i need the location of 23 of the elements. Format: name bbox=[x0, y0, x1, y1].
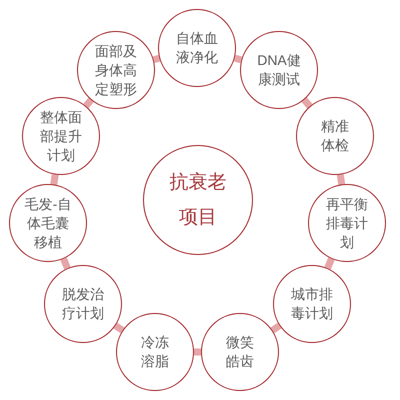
connector-line bbox=[194, 348, 201, 356]
connector-line bbox=[83, 98, 94, 108]
item-label: 脱发治疗计划 bbox=[60, 285, 105, 323]
connector-line bbox=[60, 257, 71, 270]
connector-line bbox=[324, 257, 335, 270]
item-label: DNA健康测试 bbox=[256, 51, 302, 89]
connector-line bbox=[50, 174, 59, 185]
center-label: 抗衰老项目 bbox=[168, 171, 228, 230]
connector-line bbox=[113, 322, 125, 334]
item-label: 整体面部提升计划 bbox=[38, 108, 83, 164]
connector-line bbox=[152, 54, 160, 64]
item-label: 冷冻溶脂 bbox=[140, 333, 170, 371]
connector-line bbox=[270, 322, 282, 334]
connector-line bbox=[302, 97, 312, 109]
item-label: 精准体检 bbox=[320, 117, 350, 155]
item-label: 自体血液净化 bbox=[174, 29, 219, 67]
item-label: 微笑皓齿 bbox=[225, 333, 255, 371]
item-label: 面部及身体高定塑形 bbox=[94, 42, 138, 98]
item-label: 毛发-自体毛囊移植 bbox=[24, 194, 72, 252]
connector-line bbox=[234, 54, 242, 64]
connector-line bbox=[336, 174, 346, 185]
item-label: 再平衡排毒计划 bbox=[324, 194, 369, 252]
item-label: 城市排毒计划 bbox=[290, 285, 334, 323]
